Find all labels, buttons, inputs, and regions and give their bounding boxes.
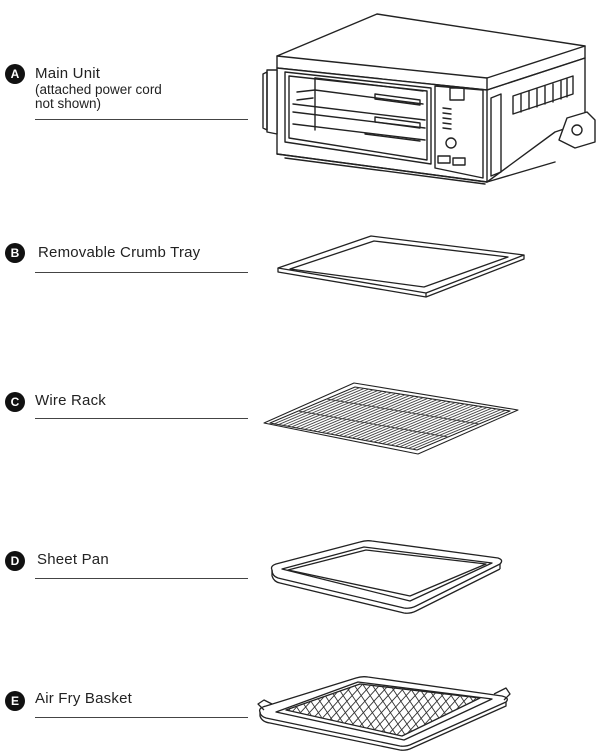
sheet-pan-illustration [268, 538, 506, 614]
badge-e: E [5, 691, 25, 711]
leader-line-a [35, 119, 248, 120]
leader-line-c [35, 418, 248, 419]
badge-d: D [5, 551, 25, 571]
part-note-line-1: (attached power cord [35, 82, 162, 97]
part-label-sheet-pan: Sheet Pan [37, 551, 109, 568]
badge-b: B [5, 243, 25, 263]
part-label-air-fry-basket: Air Fry Basket [35, 690, 132, 707]
part-label-main-unit: Main Unit [35, 65, 101, 82]
part-label-crumb-tray: Removable Crumb Tray [38, 244, 201, 261]
air-fry-basket-illustration [256, 674, 512, 750]
main-unit-illustration [255, 12, 600, 187]
wire-rack-illustration [262, 380, 520, 455]
badge-a: A [5, 64, 25, 84]
rack-wires [274, 388, 505, 450]
leader-line-d [35, 578, 248, 579]
part-note-line-2: not shown) [35, 96, 102, 111]
part-label-wire-rack: Wire Rack [35, 392, 106, 409]
badge-c: C [5, 392, 25, 412]
leader-line-e [35, 717, 248, 718]
crumb-tray-illustration [276, 233, 526, 303]
leader-line-b [35, 272, 248, 273]
